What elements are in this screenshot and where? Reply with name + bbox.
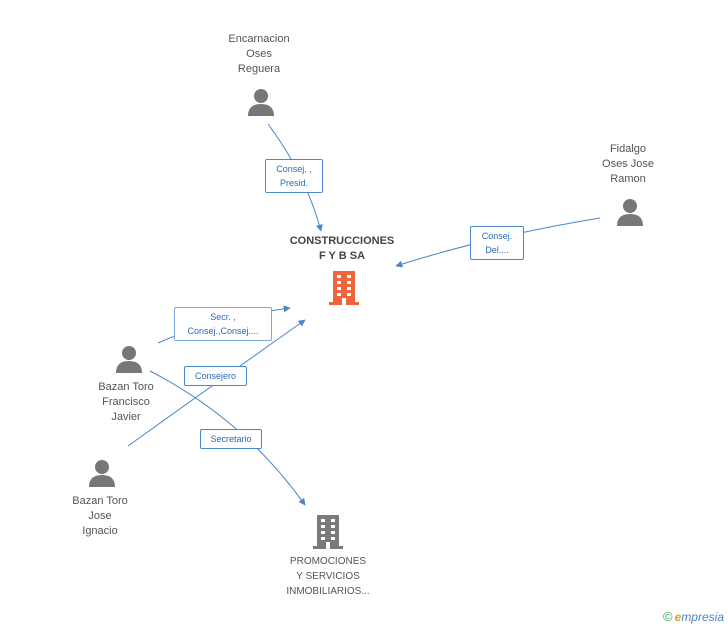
edge-label-francisco-construcciones[interactable]: Secr. , Consej.,Consej....	[174, 307, 272, 341]
person-icon[interactable]	[248, 89, 274, 116]
node-label-line: Javier	[111, 411, 141, 423]
node-label-line: Jose	[88, 510, 112, 522]
edge-label-line: Secr. ,	[210, 312, 236, 322]
node-label-line: Bazan Toro	[72, 495, 128, 507]
node-label-line: Y SERVICIOS	[296, 571, 360, 582]
edge-label-line: Del....	[485, 245, 509, 255]
edge-label-line: Secretario	[210, 434, 252, 444]
edge-label-line: Consejero	[194, 371, 237, 381]
node-label-ignacio[interactable]: Bazan Toro Jose Ignacio	[72, 494, 127, 539]
node-label-encarnacion[interactable]: Encarnacion Oses Reguera	[228, 32, 289, 77]
node-label-construcciones[interactable]: CONSTRUCCIONES F Y B SA	[290, 234, 395, 264]
node-label-line: Fidalgo	[609, 143, 647, 155]
edge-label-ignacio-construcciones[interactable]: Consejero	[184, 366, 247, 386]
edge-label-line: Consej.	[481, 231, 513, 241]
person-icon[interactable]	[116, 346, 142, 373]
person-icon[interactable]	[89, 460, 115, 487]
brand-name: mpresia	[681, 610, 724, 624]
node-label-line: Bazan Toro	[98, 381, 154, 393]
edge-label-fidalgo-construcciones[interactable]: Consej. Del....	[470, 226, 524, 260]
node-label-line: PROMOCIONES	[289, 556, 367, 567]
node-label-line: Reguera	[237, 63, 281, 75]
person-icon[interactable]	[617, 199, 643, 226]
brand-logo: ©empresia	[663, 609, 724, 624]
edge-label-encarnacion-construcciones[interactable]: Consej. , Presid.	[265, 159, 323, 193]
node-label-line: Ignacio	[82, 525, 118, 537]
edge-label-line: Presid.	[279, 178, 308, 188]
node-label-line: Oses Jose	[602, 158, 654, 170]
edge-label-line: Consej.,Consej....	[187, 326, 259, 336]
node-label-francisco[interactable]: Bazan Toro Francisco Javier	[98, 380, 153, 425]
node-label-line: Encarnacion	[228, 33, 290, 45]
edge-label-line: Consej. ,	[276, 164, 312, 174]
node-label-promociones[interactable]: PROMOCIONES Y SERVICIOS INMOBILIARIOS...	[286, 554, 369, 599]
node-label-line: F Y B SA	[318, 250, 366, 262]
node-label-line: Ramon	[610, 173, 646, 185]
node-label-line: Oses	[246, 48, 272, 60]
node-label-line: Francisco	[102, 396, 150, 408]
node-label-line: CONSTRUCCIONES	[289, 235, 395, 247]
edge-label-francisco-promociones[interactable]: Secretario	[200, 429, 262, 449]
node-label-line: INMOBILIARIOS...	[286, 586, 370, 597]
brand-e: e	[674, 610, 682, 624]
copyright-icon: ©	[663, 609, 673, 624]
node-label-fidalgo[interactable]: Fidalgo Oses Jose Ramon	[602, 142, 654, 187]
building-icon-main[interactable]	[329, 271, 359, 305]
building-icon[interactable]	[313, 515, 343, 549]
